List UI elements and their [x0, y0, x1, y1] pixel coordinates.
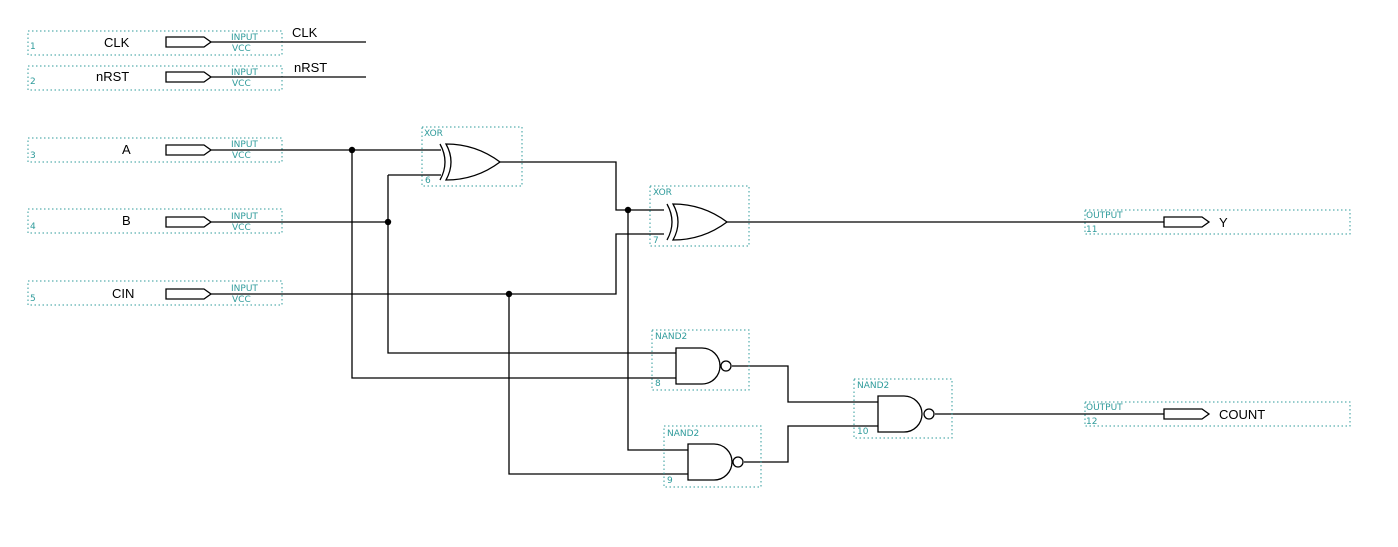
output-pin-count[interactable]: OUTPUT 12 COUNT	[1084, 401, 1351, 427]
gate-number: 9	[667, 476, 673, 486]
primitive-sub: VCC	[232, 223, 251, 233]
primitive-type: OUTPUT	[1086, 211, 1123, 221]
primitive-type: INPUT	[231, 212, 258, 222]
gate-type: XOR	[653, 188, 672, 198]
pin-number: 11	[1086, 225, 1097, 235]
gate-type: NAND2	[655, 332, 687, 342]
pin-number: 4	[30, 222, 36, 232]
pin-name: nRST	[96, 69, 129, 84]
junction-dot	[624, 206, 632, 214]
primitive-type: INPUT	[231, 33, 258, 43]
primitive-type: OUTPUT	[1086, 403, 1123, 413]
wire-nand9-out	[744, 425, 878, 463]
gate-number: 8	[655, 379, 661, 389]
net-label: CLK	[292, 25, 318, 40]
primitive-type: INPUT	[231, 140, 258, 150]
pin-name: COUNT	[1219, 407, 1265, 422]
pin-number: 3	[30, 151, 36, 161]
pin-name: A	[122, 142, 131, 157]
primitive-sub: VCC	[232, 151, 251, 161]
nand-gate-8[interactable]: NAND2 8	[651, 329, 750, 391]
nand-gate-9[interactable]: NAND2 9	[663, 425, 762, 488]
wire-nand8-out	[732, 365, 878, 403]
pin-number: 5	[30, 294, 36, 304]
gate-type: NAND2	[667, 429, 699, 439]
primitive-type: INPUT	[231, 68, 258, 78]
junction-dot	[384, 218, 392, 226]
input-pin-nrst[interactable]: 2 nRST INPUT VCC nRST	[27, 60, 366, 91]
pin-name: CIN	[112, 286, 134, 301]
gate-type: NAND2	[857, 381, 889, 391]
gate-number: 7	[653, 236, 659, 246]
input-pin-b[interactable]: 4 B INPUT VCC	[27, 208, 283, 234]
primitive-type: INPUT	[231, 284, 258, 294]
input-pin-cin[interactable]: 5 CIN INPUT VCC	[27, 280, 283, 306]
net-label: nRST	[294, 60, 327, 75]
wire-xor6-out	[500, 161, 688, 451]
xor-gate-7[interactable]: XOR 7	[649, 185, 750, 247]
pin-name: Y	[1219, 215, 1228, 230]
wire-net-b	[211, 174, 676, 354]
primitive-sub: VCC	[232, 44, 251, 54]
gate-number: 6	[425, 176, 431, 186]
primitive-sub: VCC	[232, 295, 251, 305]
gate-type: XOR	[424, 129, 443, 139]
pin-number: 1	[30, 42, 36, 52]
xor-gate-6[interactable]: XOR 6	[421, 126, 523, 187]
primitive-sub: VCC	[232, 79, 251, 89]
output-pin-y[interactable]: OUTPUT 11 Y	[1084, 209, 1351, 235]
pin-name: B	[122, 213, 131, 228]
junction-dot	[505, 290, 513, 298]
nand-gate-10[interactable]: NAND2 10	[853, 378, 953, 439]
input-pin-a[interactable]: 3 A INPUT VCC	[27, 137, 283, 163]
wire-net-cin	[211, 233, 688, 475]
input-pin-clk[interactable]: 1 CLK INPUT VCC CLK	[27, 25, 366, 56]
pin-name: CLK	[104, 35, 130, 50]
wire-net-a	[211, 149, 676, 379]
gate-number: 10	[857, 427, 869, 437]
pin-number: 12	[1086, 417, 1097, 427]
junction-dot	[348, 146, 356, 154]
pin-number: 2	[30, 77, 36, 87]
